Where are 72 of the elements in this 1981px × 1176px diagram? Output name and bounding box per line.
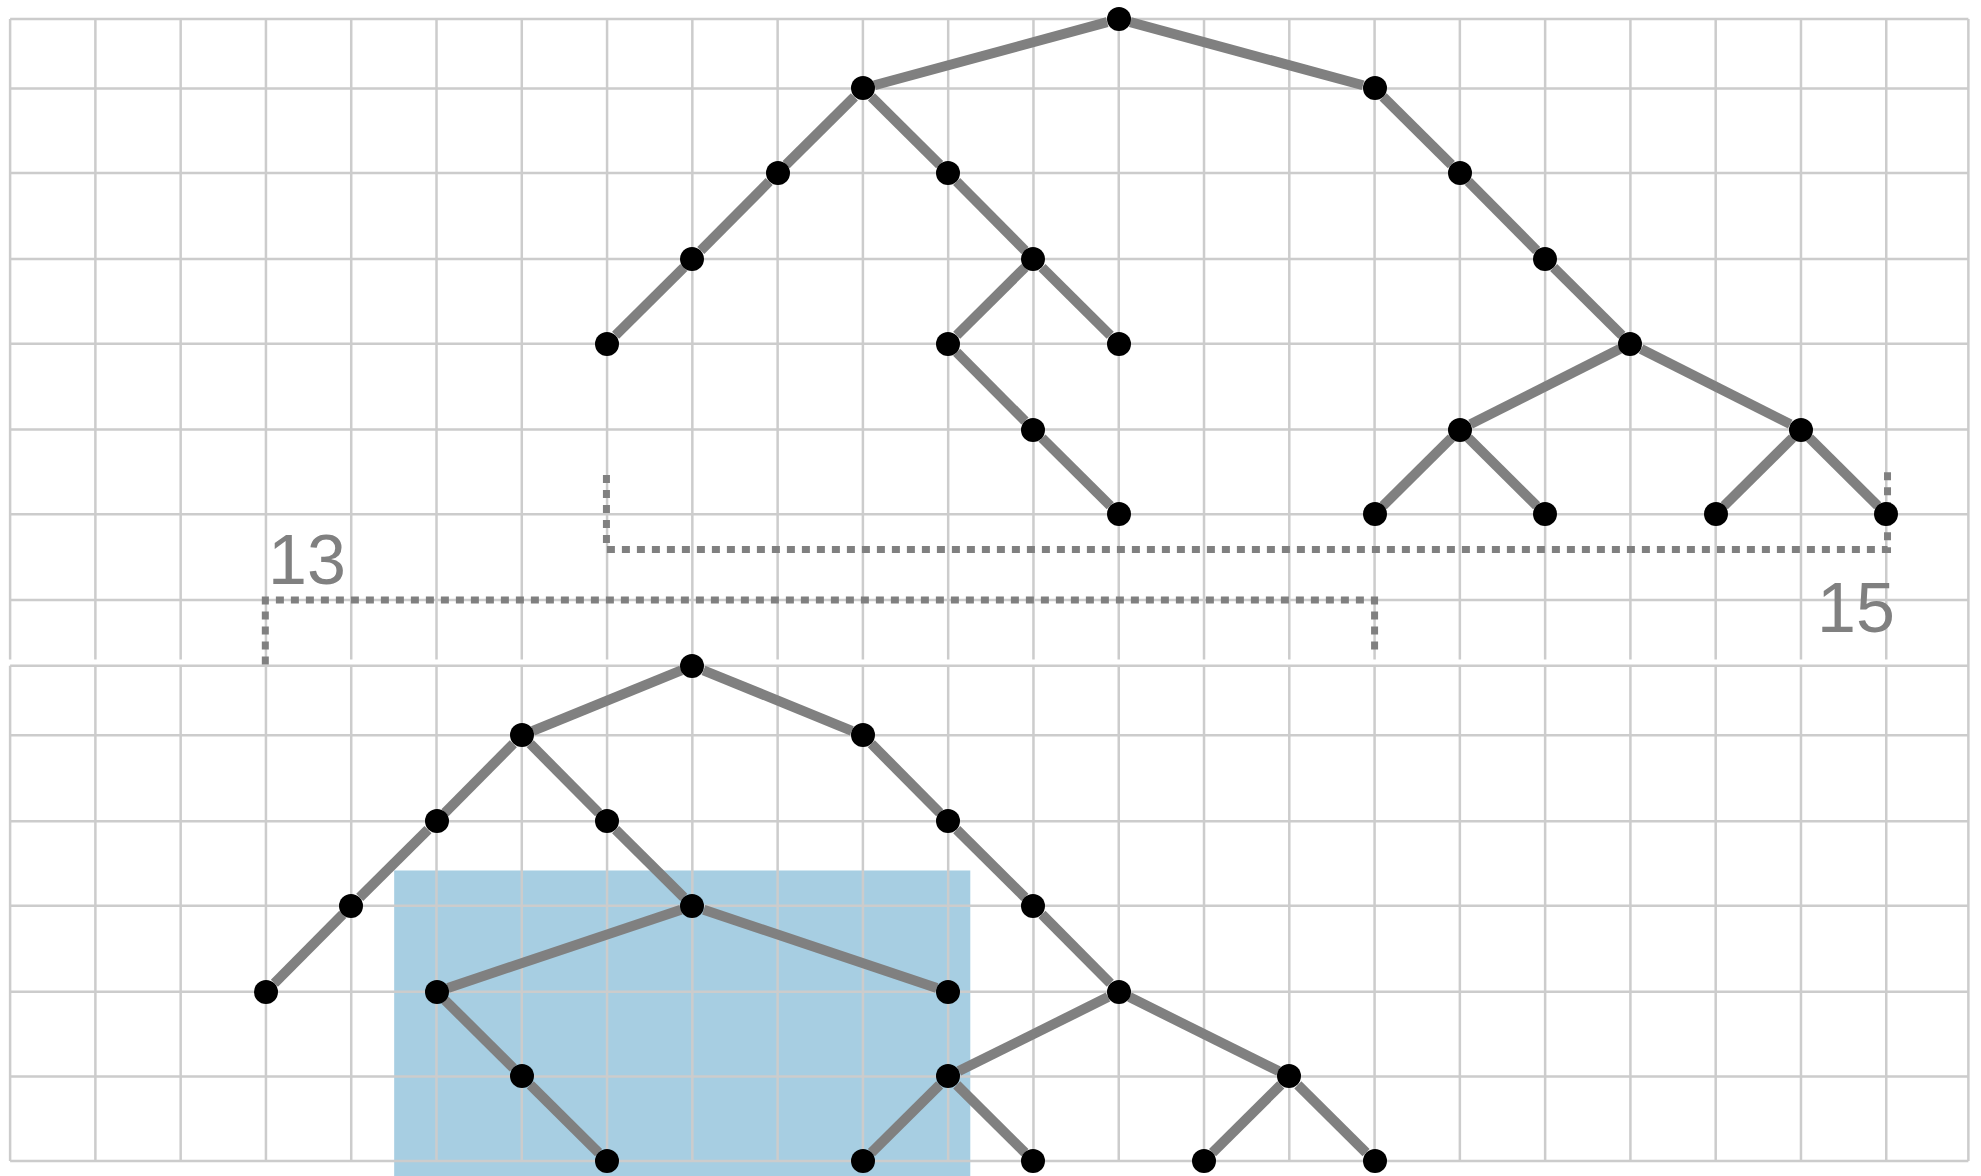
node-dot xyxy=(595,331,620,356)
node-dot xyxy=(765,161,790,186)
tree-edge xyxy=(867,93,944,169)
tree-edge xyxy=(782,93,858,169)
tree-edge xyxy=(1468,344,1622,429)
tree-edge xyxy=(1379,434,1455,510)
node-dot xyxy=(509,723,534,748)
dimension-label: 13 xyxy=(268,525,346,595)
tree-edge xyxy=(441,740,517,817)
tree-edge xyxy=(446,904,683,993)
dimension-label: 15 xyxy=(1817,573,1895,643)
node-dot xyxy=(936,161,961,186)
tree-edge xyxy=(701,665,854,736)
tree-edge xyxy=(1720,434,1796,510)
node-dot xyxy=(1362,76,1387,101)
tree-edge xyxy=(953,263,1029,339)
tree-edge xyxy=(1805,434,1882,510)
tree-edge xyxy=(953,348,1029,425)
tree-edge xyxy=(612,263,688,339)
tree-edge xyxy=(270,910,347,987)
node-dot xyxy=(850,723,875,748)
tree-edge xyxy=(953,178,1029,254)
node-dot xyxy=(1533,247,1558,271)
node-dot xyxy=(936,331,961,356)
tree-edge xyxy=(1038,434,1114,510)
node-dot xyxy=(1703,502,1728,527)
tree-edge xyxy=(1464,434,1541,510)
tree-edge xyxy=(1038,910,1114,987)
tree-edge xyxy=(702,904,939,993)
tree-edge xyxy=(1550,263,1626,339)
node-dot xyxy=(1192,1149,1216,1174)
tree-edge xyxy=(612,826,688,901)
tree-edge xyxy=(1127,992,1281,1076)
node-dot xyxy=(1106,331,1131,356)
tree-edge xyxy=(356,826,432,901)
tree-edge xyxy=(867,740,944,817)
node-dot xyxy=(1362,502,1387,527)
tree-edge xyxy=(526,1081,603,1157)
node-dot xyxy=(936,809,961,834)
node-dot xyxy=(1533,502,1558,527)
tree-edge xyxy=(953,1081,1029,1157)
tree-edge xyxy=(1638,344,1793,429)
tree-edge xyxy=(697,178,773,254)
node-dot xyxy=(1021,893,1046,918)
node-dot xyxy=(339,893,364,918)
node-dot xyxy=(1447,161,1472,186)
node-dot xyxy=(1277,1064,1302,1089)
node-dot xyxy=(850,76,875,101)
tree-edge xyxy=(1209,1081,1285,1157)
tree-edge xyxy=(1129,17,1365,91)
node-dot xyxy=(1874,502,1899,527)
node-dot xyxy=(595,809,620,834)
tree-edge xyxy=(867,1081,944,1157)
tree-edge xyxy=(1379,93,1455,169)
node-dot xyxy=(1021,417,1046,442)
tree-edge xyxy=(953,826,1029,901)
tree-edge xyxy=(873,17,1109,91)
node-dot xyxy=(1106,502,1131,527)
node-dot xyxy=(1447,417,1472,442)
node-dot xyxy=(424,809,449,834)
node-dot xyxy=(1106,6,1131,31)
tree-edge xyxy=(1294,1081,1370,1157)
node-dot xyxy=(680,247,705,271)
node-dot xyxy=(1021,1149,1046,1174)
tree-edge xyxy=(1038,263,1114,339)
node-dot xyxy=(680,653,705,678)
node-dot xyxy=(253,979,278,1004)
tree-edge xyxy=(441,996,517,1072)
tree-edge xyxy=(1464,178,1541,254)
node-dot xyxy=(1362,1149,1387,1174)
tree-edge xyxy=(531,665,684,736)
tree-edge xyxy=(526,740,603,817)
